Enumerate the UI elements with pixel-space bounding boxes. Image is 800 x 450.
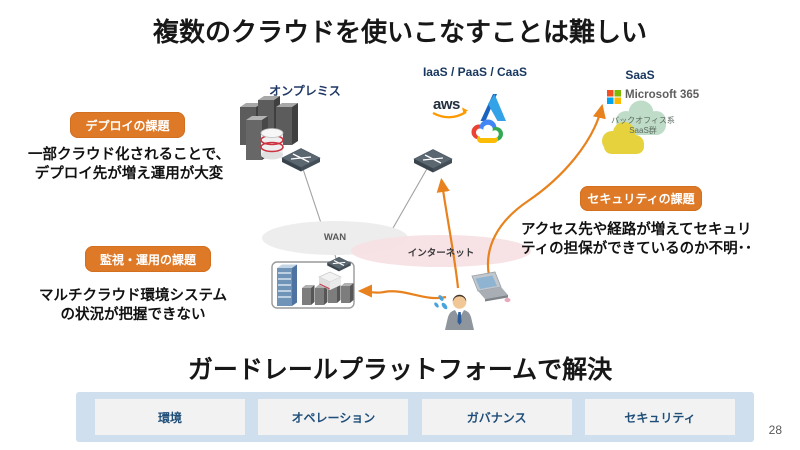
- azure-logo-icon: [480, 94, 506, 121]
- saas-cloud-text: バックオフィス系 SaaS群: [611, 116, 675, 136]
- deploy-text: 一部クラウド化されることで、 デプロイ先が増え運用が大変: [28, 147, 230, 183]
- arrow-user-to-saas: [486, 103, 606, 277]
- flow-arrows: [357, 103, 606, 300]
- monitoring-text: マルチクラウド環境システム の状況が把握できない: [38, 288, 228, 324]
- onprem-label: オンプレミス: [269, 84, 341, 98]
- blue-server-tower-icon: [277, 264, 297, 306]
- onprem-switch-icon: [281, 148, 321, 172]
- microsoft-logo-icon: [607, 90, 621, 104]
- iaas-label: IaaS / PaaS / CaaS: [422, 65, 528, 79]
- internet-ellipse: [351, 235, 531, 267]
- pillar-security: セキュリティ: [584, 399, 735, 435]
- aws-logo-icon: [432, 107, 468, 119]
- sweat-drops-icon: [434, 295, 448, 310]
- solution-band: 環境 オペレーション ガバナンス セキュリティ: [76, 392, 754, 442]
- arrow-user-to-onprem: [357, 284, 447, 300]
- pillar-environment: 環境: [95, 399, 245, 435]
- google-cloud-logo-icon: [471, 119, 503, 143]
- monitoring-badge: 監視・運用の課題: [85, 246, 211, 272]
- appliance-icon: [318, 271, 342, 290]
- database-icon: [260, 128, 284, 160]
- page-title: 複数のクラウドを使いこなすことは難しい: [152, 17, 647, 47]
- pillar-operation: オペレーション: [258, 399, 409, 435]
- microsoft365-label: Microsoft 365: [625, 89, 700, 101]
- saas-cloud-yellow: [602, 122, 644, 154]
- security-badge: セキュリティの課題: [580, 186, 702, 211]
- onprem-servers-icon: [240, 96, 321, 172]
- internet-label: インターネット: [407, 248, 475, 259]
- datacenter-box: [271, 256, 355, 309]
- user-person-icon: [434, 294, 474, 330]
- pillar-governance: ガバナンス: [421, 399, 572, 435]
- box-switch-icon: [326, 256, 352, 272]
- page-number: 28: [768, 423, 782, 437]
- wan-label: WAN: [323, 232, 347, 243]
- solution-title: ガードレールプラットフォームで解決: [187, 356, 613, 384]
- iaas-switch-icon: [413, 149, 453, 173]
- security-text: アクセス先や経路が増えてセキュリ ティの担保ができているのか不明･･: [521, 222, 753, 258]
- saas-label: SaaS: [625, 68, 655, 82]
- arrow-user-to-iaas: [436, 177, 460, 289]
- aws-logo-text: aws: [433, 96, 460, 113]
- deploy-badge: デプロイの課題: [70, 112, 185, 138]
- laptop-icon: [471, 271, 511, 303]
